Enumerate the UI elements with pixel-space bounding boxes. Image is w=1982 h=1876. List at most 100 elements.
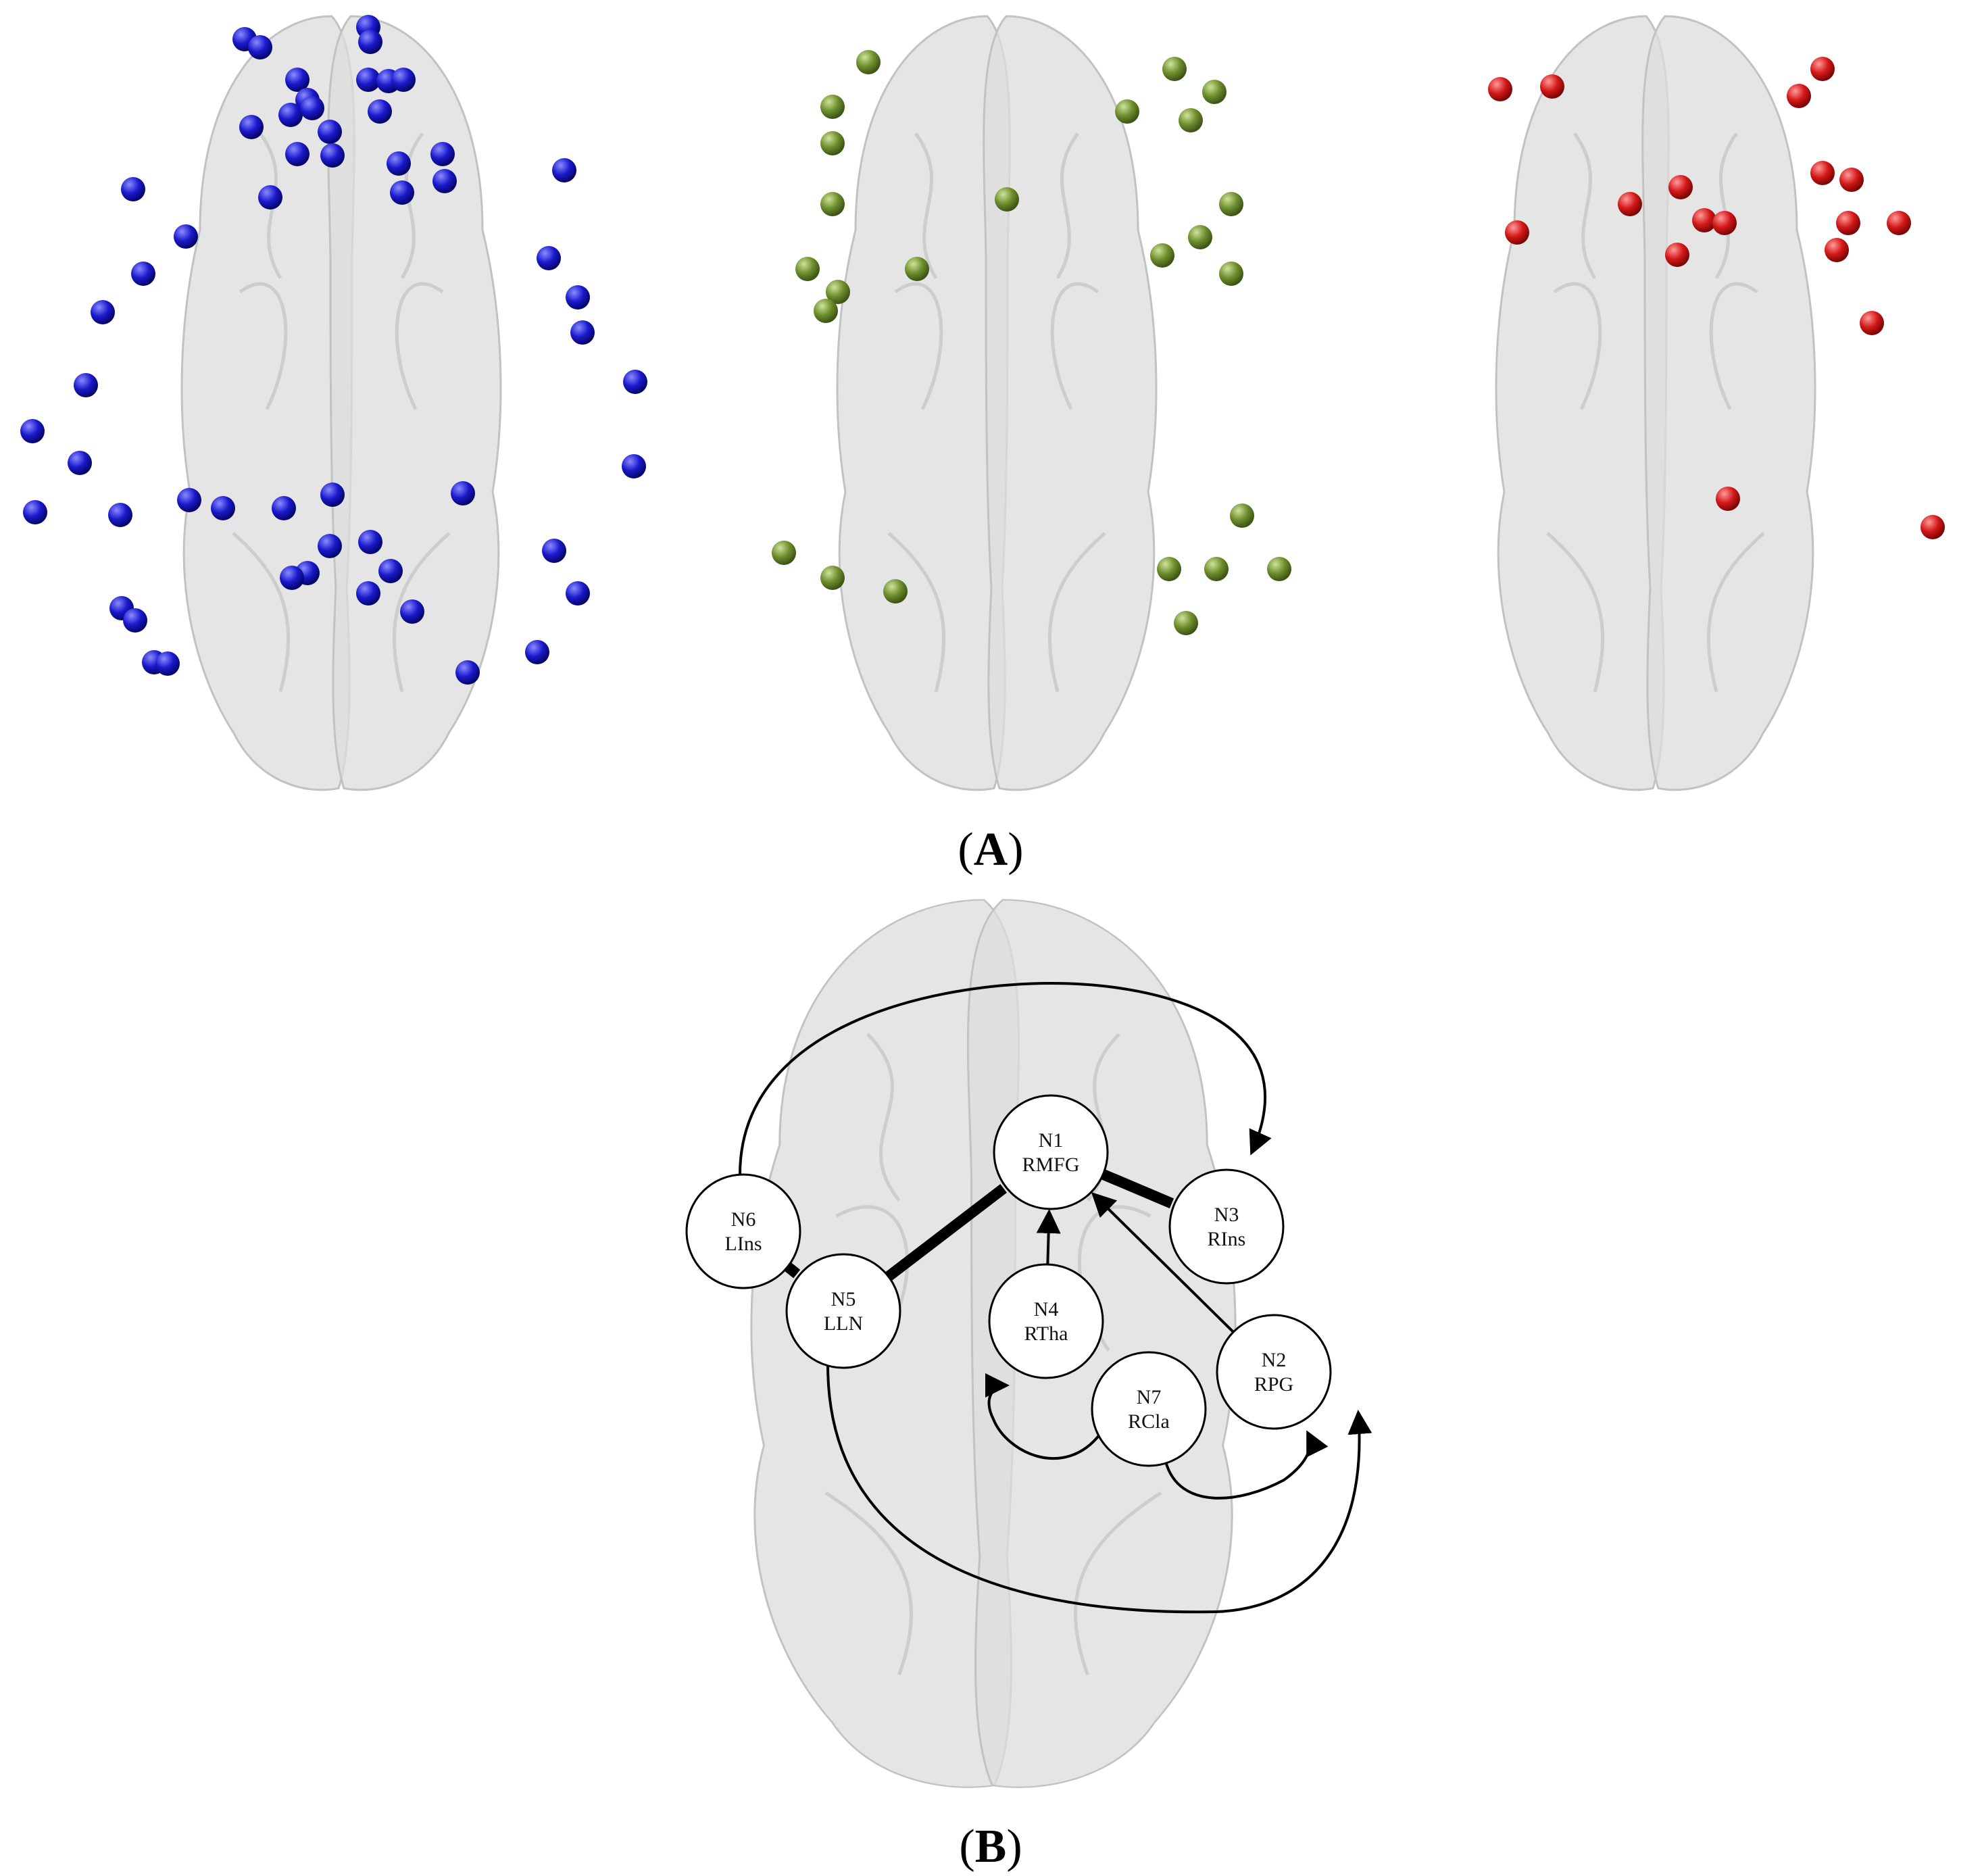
brain-blue-sulcus <box>239 282 288 410</box>
brain-view-green <box>836 15 1158 791</box>
blue-region-marker <box>123 608 147 633</box>
green-region-marker <box>820 131 845 155</box>
blue-region-marker <box>318 120 342 144</box>
blue-region-marker <box>566 285 590 310</box>
red-region-marker <box>1692 208 1716 232</box>
network-node-circle <box>1168 1168 1285 1285</box>
blue-region-marker <box>272 496 296 520</box>
blue-region-marker <box>432 169 457 193</box>
edge-n2-to-n1 <box>1091 1191 1235 1333</box>
panel-label-b-close: ) <box>1006 1821 1022 1873</box>
green-region-marker <box>995 187 1019 212</box>
green-region-marker <box>883 579 908 603</box>
edge-group <box>739 981 1372 1614</box>
edge-n7-to-n4 <box>985 1373 1101 1460</box>
blue-region-marker <box>74 373 98 397</box>
network-node-circle <box>1091 1351 1207 1467</box>
blue-region-marker <box>108 503 132 527</box>
green-region-marker <box>856 50 881 74</box>
blue-region-marker <box>131 262 155 286</box>
brain-view-red <box>1495 15 1816 791</box>
red-region-marker <box>1712 211 1737 235</box>
brain-red-sulcus <box>1572 132 1597 279</box>
edge-n6-to-n3 <box>739 981 1272 1175</box>
brain-blue-sulcus <box>400 132 424 279</box>
blue-region-marker <box>320 143 345 168</box>
red-region-marker <box>1505 220 1529 245</box>
blue-region-marker <box>155 651 180 676</box>
blue-region-marker <box>121 177 145 201</box>
blue-region-marker <box>623 370 647 394</box>
blue-region-marker <box>258 185 282 209</box>
green-region-marker <box>1162 57 1187 81</box>
brain-green-sulcus <box>887 532 945 693</box>
brain-green-sulcus <box>1056 132 1080 279</box>
blue-region-marker <box>451 481 475 505</box>
network-node-region: LIns <box>725 1233 762 1255</box>
red-region-marker <box>1716 487 1740 511</box>
brain-network-sulcus <box>1074 1491 1162 1675</box>
brain-red-sulcus <box>1553 282 1602 410</box>
green-region-marker <box>795 257 820 281</box>
red-region-marker <box>1540 74 1564 99</box>
brain-blue-sulcus <box>395 282 444 410</box>
network-node-id: N2 <box>1262 1349 1287 1371</box>
network-node-region: RTha <box>1024 1323 1068 1345</box>
brain-red-sulcus <box>1714 132 1739 279</box>
red-region-marker <box>1810 57 1835 81</box>
green-region-marker <box>1202 80 1227 104</box>
brain-network-sulcus <box>824 1491 913 1675</box>
blue-region-marker <box>248 35 272 59</box>
marker-group-blue <box>20 15 647 685</box>
brain-green-sulcus <box>914 132 938 279</box>
panel-label-a: (A) <box>958 824 1023 876</box>
blue-region-marker <box>356 68 380 92</box>
red-region-marker <box>1887 211 1911 235</box>
blue-region-marker <box>280 566 304 590</box>
green-region-marker <box>1219 262 1243 286</box>
blue-region-marker <box>318 534 342 558</box>
brain-blue-sulcus <box>393 532 451 693</box>
panel-label-a-letter: A <box>974 824 1008 876</box>
green-region-marker <box>905 257 929 281</box>
green-region-marker <box>820 192 845 216</box>
panel-label-b-open: ( <box>959 1821 974 1873</box>
blue-region-marker <box>68 451 92 475</box>
brain-green-sulcus <box>894 282 943 410</box>
blue-region-marker <box>300 96 324 120</box>
blue-region-marker <box>430 142 455 166</box>
green-region-marker <box>1150 243 1174 268</box>
green-region-marker <box>772 541 796 565</box>
edge-n7-to-n2 <box>1164 1430 1329 1500</box>
brain-green-sulcus <box>1048 532 1106 693</box>
network-node-circle <box>785 1253 901 1369</box>
green-region-marker <box>1219 192 1243 216</box>
blue-region-marker <box>239 115 264 139</box>
network-node-circle <box>1216 1314 1332 1430</box>
blue-region-marker <box>320 483 345 507</box>
red-region-marker <box>1668 175 1693 199</box>
blue-region-marker <box>285 68 309 92</box>
blue-region-marker <box>20 419 45 443</box>
blue-region-marker <box>358 30 382 54</box>
blue-region-marker <box>356 581 380 606</box>
green-region-marker <box>820 95 845 119</box>
red-region-marker <box>1488 77 1512 101</box>
brain-red-sulcus <box>1709 282 1758 410</box>
blue-region-marker <box>537 246 561 270</box>
brain-network-sulcus <box>866 1033 901 1202</box>
blue-region-marker <box>552 158 576 182</box>
network-node-circle <box>993 1094 1109 1210</box>
network-node-id: N3 <box>1214 1204 1239 1226</box>
red-region-marker <box>1825 238 1849 262</box>
edge-n5-to-n2 <box>826 1364 1372 1614</box>
edge-n5-to-n1 <box>885 1184 1007 1281</box>
green-region-marker <box>1115 99 1139 124</box>
